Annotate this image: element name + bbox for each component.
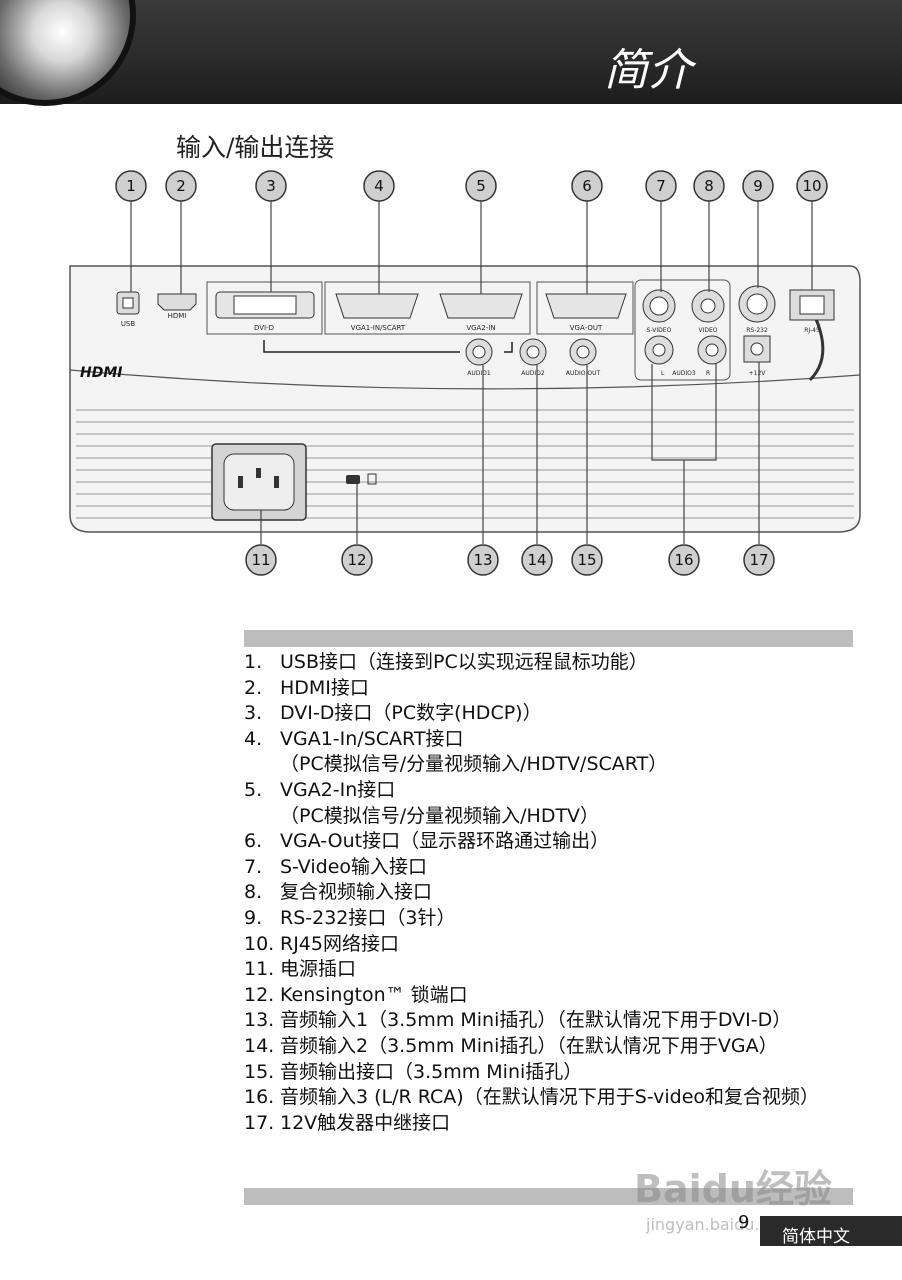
watermark-brand: Baidu经验 xyxy=(634,1167,832,1211)
list-item: 17.12V触发器中继接口 xyxy=(244,1111,451,1134)
callout-14: 14 xyxy=(521,544,553,576)
svg-text:15: 15 xyxy=(577,551,596,569)
audio3-left-label: L xyxy=(661,370,665,377)
callout-10: 10 xyxy=(796,170,828,202)
svg-text:2: 2 xyxy=(176,177,186,195)
dvi-label: DVI-D xyxy=(254,324,274,332)
list-item: 15.音频输出接口（3.5mm Mini插孔） xyxy=(244,1060,583,1083)
rj45-label: RJ-45 xyxy=(804,327,820,334)
top-divider-bar xyxy=(244,630,853,647)
hdmi-logo: HDMI xyxy=(80,365,122,381)
connection-diagram: USB HDMI DVI-D VGA1-IN/SCART VGA2-IN VGA… xyxy=(69,170,861,576)
list-item: 3.DVI-D接口（PC数字(HDCP)） xyxy=(244,702,542,725)
vga2-label: VGA2-IN xyxy=(466,324,495,332)
vga1-port-icon xyxy=(335,293,419,319)
audio3-right-label: R xyxy=(706,370,710,377)
svg-text:4: 4 xyxy=(374,177,384,195)
list-item: 13.音频输入1（3.5mm Mini插孔）（在默认情况下用于DVI-D） xyxy=(244,1009,792,1032)
callout-7: 7 xyxy=(645,170,677,202)
vgaout-port-icon xyxy=(545,293,627,319)
list-item: 9.RS-232接口（3针） xyxy=(244,906,456,929)
callout-8: 8 xyxy=(693,170,725,202)
list-item: 4.VGA1-In/SCART接口（PC模拟信号/分量视频输入/HDTV/SCA… xyxy=(244,727,668,776)
callout-13: 13 xyxy=(467,544,499,576)
svg-text:8: 8 xyxy=(704,177,714,195)
callout-3: 3 xyxy=(255,170,287,202)
video-label: VIDEO xyxy=(698,327,717,334)
list-item: 7.S-Video输入接口 xyxy=(244,855,428,878)
list-item: 10.RJ45网络接口 xyxy=(244,932,399,955)
svg-text:10: 10 xyxy=(802,177,821,195)
connector-list: 1.USB接口（连接到PC以实现远程鼠标功能） 2.HDMI接口 3.DVI-D… xyxy=(244,650,844,1136)
callout-2: 2 xyxy=(165,170,197,202)
svg-text:9: 9 xyxy=(753,177,763,195)
svg-text:6: 6 xyxy=(582,177,592,195)
trigger-12v-label: +12V xyxy=(749,370,767,377)
svg-text:17: 17 xyxy=(749,551,768,569)
callout-1: 1 xyxy=(115,170,147,202)
callout-17: 17 xyxy=(743,544,775,576)
page-number: 9 xyxy=(738,1212,750,1233)
usb-label: USB xyxy=(121,320,136,328)
svg-text:12: 12 xyxy=(347,551,366,569)
audioout-label: AUDIO OUT xyxy=(566,370,601,377)
language-tab-label: 简体中文 xyxy=(782,1227,850,1247)
hdmi-label: HDMI xyxy=(168,312,187,320)
svg-text:13: 13 xyxy=(473,551,492,569)
header-band xyxy=(0,0,902,104)
rs232-label: RS-232 xyxy=(746,327,768,334)
vga1-label: VGA1-IN/SCART xyxy=(351,324,406,332)
list-item: 1.USB接口（连接到PC以实现远程鼠标功能） xyxy=(244,651,648,673)
callout-9: 9 xyxy=(742,170,774,202)
list-item: 14.音频输入2（3.5mm Mini插孔）（在默认情况下用于VGA） xyxy=(244,1034,778,1057)
callout-5: 5 xyxy=(465,170,497,202)
hdmi-port-icon xyxy=(157,293,197,311)
list-item: 12.Kensington™ 锁端口 xyxy=(244,983,468,1006)
svg-text:11: 11 xyxy=(251,551,270,569)
svg-text:3: 3 xyxy=(266,177,276,195)
callout-15: 15 xyxy=(571,544,603,576)
vga2-port-icon xyxy=(439,293,523,319)
callout-12: 12 xyxy=(341,544,373,576)
svg-text:7: 7 xyxy=(656,177,666,195)
language-tab xyxy=(760,1216,902,1246)
section-title: 输入/输出连接 xyxy=(176,133,335,162)
list-item: 6.VGA-Out接口（显示器环路通过输出） xyxy=(244,830,610,853)
callout-11: 11 xyxy=(245,544,277,576)
list-item: 11.电源插口 xyxy=(244,958,357,981)
callout-6: 6 xyxy=(571,170,603,202)
svg-text:16: 16 xyxy=(674,551,693,569)
svideo-label: S-VIDEO xyxy=(647,327,672,334)
header-title: 简介 xyxy=(604,45,692,96)
callout-4: 4 xyxy=(363,170,395,202)
kensington-lock-icon xyxy=(346,475,360,484)
audio2-label: AUDIO2 xyxy=(521,370,545,377)
svg-text:5: 5 xyxy=(476,177,486,195)
watermark-url: jingyan.baidu.com xyxy=(645,1215,794,1234)
baidu-watermark: Baidu经验 jingyan.baidu.com xyxy=(634,1167,832,1234)
list-item: 8.复合视频输入接口 xyxy=(244,881,433,904)
callout-16: 16 xyxy=(668,544,700,576)
audio1-label: AUDIO1 xyxy=(467,370,491,377)
vgaout-label: VGA-OUT xyxy=(570,324,603,332)
audio3-label: AUDIO3 xyxy=(672,370,696,377)
list-item: 5.VGA2-In接口（PC模拟信号/分量视频输入/HDTV） xyxy=(244,778,600,827)
svg-text:14: 14 xyxy=(527,551,546,569)
bottom-divider-bar xyxy=(244,1188,853,1205)
list-item: 16.音频输入3 (L/R RCA)（在默认情况下用于S-video和复合视频） xyxy=(244,1086,820,1109)
list-item: 2.HDMI接口 xyxy=(244,676,369,699)
svg-text:1: 1 xyxy=(126,177,136,195)
